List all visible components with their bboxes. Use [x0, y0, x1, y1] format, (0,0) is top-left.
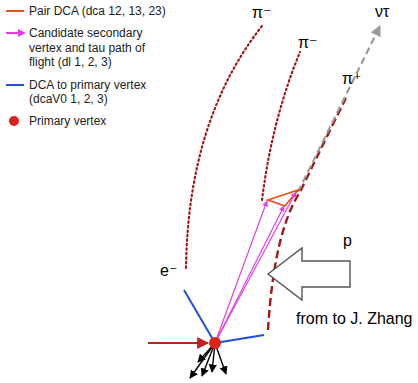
dca-primary [215, 335, 264, 343]
outgoing-track [190, 343, 215, 378]
neutrino-track [298, 26, 380, 192]
legend-item: Candidate secondary vertex and tau path … [3, 26, 171, 69]
proton-arrow [268, 248, 350, 300]
legend-text: Candidate secondary vertex and tau path … [29, 26, 171, 69]
pair-dca-triangle [268, 190, 298, 206]
legend: Pair DCA (dca 12, 13, 23) Candidate secon… [3, 4, 171, 137]
legend-item: Primary vertex [3, 114, 171, 128]
beam-arrow [148, 342, 208, 344]
flight-path [215, 201, 267, 343]
particle-label: e⁻ [160, 262, 177, 280]
legend-item: Pair DCA (dca 12, 13, 23) [3, 4, 171, 18]
particle-label: π⁺ [342, 70, 361, 88]
particle-label: π⁻ [298, 34, 317, 52]
particle-label: ντ [375, 3, 389, 21]
pion-track [186, 26, 262, 268]
primary-vertex [209, 337, 221, 349]
legend-text: Primary vertex [29, 114, 106, 128]
credit-note: from to J. Zhang [296, 310, 413, 328]
beam-label: p [343, 232, 352, 250]
legend-swatch [3, 114, 29, 128]
particle-label: π⁻ [252, 4, 271, 22]
pion-track [262, 52, 300, 200]
legend-swatch [3, 4, 29, 18]
legend-swatch [3, 26, 29, 40]
legend-item: DCA to primary vertex (dcaV0 1, 2, 3) [3, 78, 171, 107]
dca-primary [184, 290, 215, 343]
legend-swatch [3, 78, 29, 92]
legend-text: DCA to primary vertex (dcaV0 1, 2, 3) [29, 78, 171, 107]
legend-text: Pair DCA (dca 12, 13, 23) [29, 4, 166, 18]
